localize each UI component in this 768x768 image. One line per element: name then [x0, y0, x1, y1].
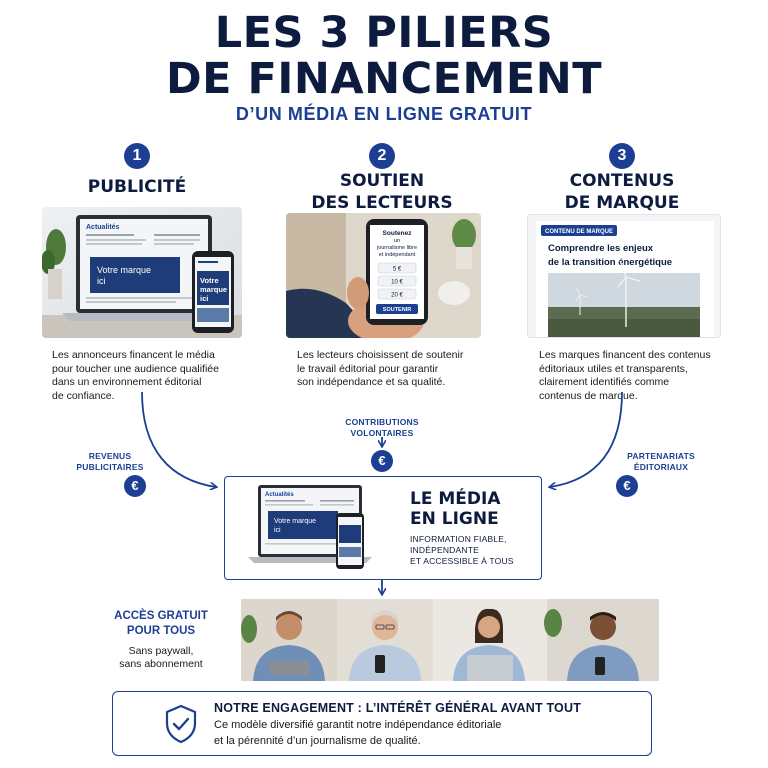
right-flow-arrow	[550, 391, 623, 487]
pillar-3-title-line-2: DE MARQUE	[564, 193, 680, 213]
free-access-title: ACCÈS GRATUIT POUR TOUS	[96, 609, 226, 639]
support-heading-2: un	[394, 238, 400, 244]
free-access-title-line-2: POUR TOUS	[126, 625, 196, 637]
main-subtitle: D’UN MÉDIA EN LIGNE GRATUIT	[235, 104, 533, 124]
pillar-3-number-badge: 3	[609, 143, 635, 169]
pillar-2-title-line-2: DES LECTEURS	[311, 193, 453, 213]
pillar-1-desc-line: Les annonceurs financent le média	[52, 349, 215, 361]
branded-article-illustration: CONTENU DE MARQUE Comprendre les enjeux …	[528, 215, 720, 337]
voluntary-contributions-line-1: CONTRIBUTIONS	[345, 417, 419, 427]
pillar-3-desc-line: éditoriaux utiles et transparents,	[539, 362, 688, 375]
phone-ad-text-2: marque	[200, 285, 227, 294]
ad-revenue-label-line-1: REVENUS	[88, 451, 132, 461]
online-media-sub-line-2: INDÉPENDANTE	[410, 545, 479, 555]
main-title-line-1: LES 3 PILIERS	[214, 8, 554, 58]
free-access-subtitle: Sans paywall, sans abonnement	[96, 645, 226, 671]
media-devices-illustration: Actualités Votre marque ici	[244, 483, 404, 573]
reader-support-photo: Soutenez un journalisme libre et indépen…	[286, 213, 481, 338]
phone-ad-text-3: ici	[200, 294, 208, 303]
ad-revenue-label: REVENUS PUBLICITAIRES	[70, 451, 150, 472]
online-media-title-line-1: LE MÉDIA	[410, 489, 501, 509]
main-title-line-2: DE FINANCEMENT	[165, 54, 603, 104]
online-media-sub-line-1: INFORMATION FIABLE,	[410, 534, 507, 544]
pillar-2-description: Les lecteurs choisissent de soutenir le …	[297, 349, 497, 390]
pillar-2-desc-line: Les lecteurs choisissent de soutenir	[297, 349, 464, 361]
support-heading-1: Soutenez	[383, 230, 413, 237]
ad-revenue-label-line-2: PUBLICITAIRES	[76, 461, 144, 472]
online-media-title-line-2: EN LIGNE	[410, 509, 499, 529]
free-access-sub-line-2: sans abonnement	[119, 658, 203, 670]
pillar-2-title-line-1: SOUTIEN	[339, 171, 425, 191]
pillar-3-description: Les marques financent des contenus édito…	[539, 349, 739, 403]
pillar-2-desc-line: le travail éditorial pour garantir	[297, 362, 439, 375]
pillar-3-title-line-1: CONTENUS	[569, 171, 675, 191]
engagement-text-line-2: et la pérennité d’un journalisme de qual…	[214, 735, 421, 747]
left-flow-arrow	[141, 391, 216, 487]
engagement-box	[112, 691, 652, 756]
readers-illustration	[241, 599, 659, 681]
branded-content-photo: CONTENU DE MARQUE Comprendre les enjeux …	[527, 214, 721, 338]
euro-coin-icon: €	[371, 450, 393, 472]
media-site-name: Actualités	[265, 492, 294, 498]
phone-ad-text-1: Votre	[200, 276, 219, 285]
free-access-title-line-1: ACCÈS GRATUIT	[114, 610, 208, 622]
hand-phone-illustration: Soutenez un journalisme libre et indépen…	[286, 213, 481, 338]
pillar-2-title: SOUTIEN DES LECTEURS	[272, 170, 492, 214]
euro-coin-icon: €	[124, 475, 146, 497]
pillar-3-title: CONTENUS DE MARQUE	[512, 170, 732, 214]
laptop-site-name: Actualités	[86, 224, 120, 231]
pillar-1-title: PUBLICITÉ	[27, 176, 247, 198]
advertising-photo: Actualités Votre marque ici Votre marque…	[42, 207, 242, 338]
amount-option-1: 5 €	[393, 267, 402, 273]
pillar-1-title-line-1: PUBLICITÉ	[87, 177, 187, 197]
voluntary-contributions-line-2: VOLONTAIRES	[350, 427, 414, 438]
editorial-partnerships-line-2: ÉDITORIAUX	[633, 461, 689, 472]
voluntary-contributions-label: CONTRIBUTIONS VOLONTAIRES	[332, 417, 432, 438]
editorial-partnerships-line-1: PARTENARIATS	[627, 451, 695, 461]
support-button-label: SOUTENIR	[383, 307, 411, 313]
laptop-phone-illustration: Actualités Votre marque ici Votre marque…	[42, 207, 242, 338]
laptop-ad-text-1: Votre marque	[97, 265, 151, 275]
pillar-2-desc-line: son indépendance et sa qualité.	[297, 376, 446, 388]
branded-badge: CONTENU DE MARQUE	[545, 229, 613, 235]
editorial-partnerships-label: PARTENARIATS ÉDITORIAUX	[616, 451, 706, 472]
pillar-1-number-badge: 1	[124, 143, 150, 169]
branded-headline-1: Comprendre les enjeux	[548, 243, 654, 254]
engagement-title: NOTRE ENGAGEMENT : L’INTÉRÊT GÉNÉRAL AVA…	[214, 701, 582, 715]
pillar-3-desc-line: clairement identifiés comme	[539, 376, 670, 388]
pillar-3-desc-line: Les marques financent des contenus	[539, 349, 711, 361]
pillar-1-desc-line: dans un environnement éditorial	[52, 376, 202, 388]
amount-option-3: 20 €	[391, 293, 403, 299]
media-ad-text-1: Votre marque	[274, 518, 316, 525]
online-media-sub-line-3: ET ACCESSIBLE À TOUS	[410, 556, 514, 566]
pillar-1-desc-line: de confiance.	[52, 389, 115, 402]
pillar-3-desc-line: contenus de marque.	[539, 389, 638, 402]
euro-coin-icon: €	[616, 475, 638, 497]
amount-option-2: 10 €	[391, 280, 403, 286]
free-access-sub-line-1: Sans paywall,	[128, 645, 194, 657]
pillar-2-number-badge: 2	[369, 143, 395, 169]
pillar-1-description: Les annonceurs financent le média pour t…	[52, 349, 252, 403]
media-ad-text-2: ici	[274, 527, 281, 534]
branded-headline-2: de la transition énergétique	[548, 257, 672, 268]
engagement-text-line-1: Ce modèle diversifié garantit notre indé…	[214, 719, 502, 731]
online-media-subtitle: INFORMATION FIABLE, INDÉPENDANTE ET ACCE…	[410, 534, 535, 567]
support-heading-3: journalisme libre	[376, 245, 417, 251]
online-media-title: LE MÉDIA EN LIGNE	[410, 489, 530, 529]
support-heading-4: et indépendant	[379, 252, 416, 258]
laptop-ad-text-2: ici	[97, 276, 106, 286]
readers-photo-strip	[241, 599, 659, 681]
pillar-1-desc-line: pour toucher une audience qualifiée	[52, 362, 219, 375]
shield-check-icon	[165, 704, 197, 744]
